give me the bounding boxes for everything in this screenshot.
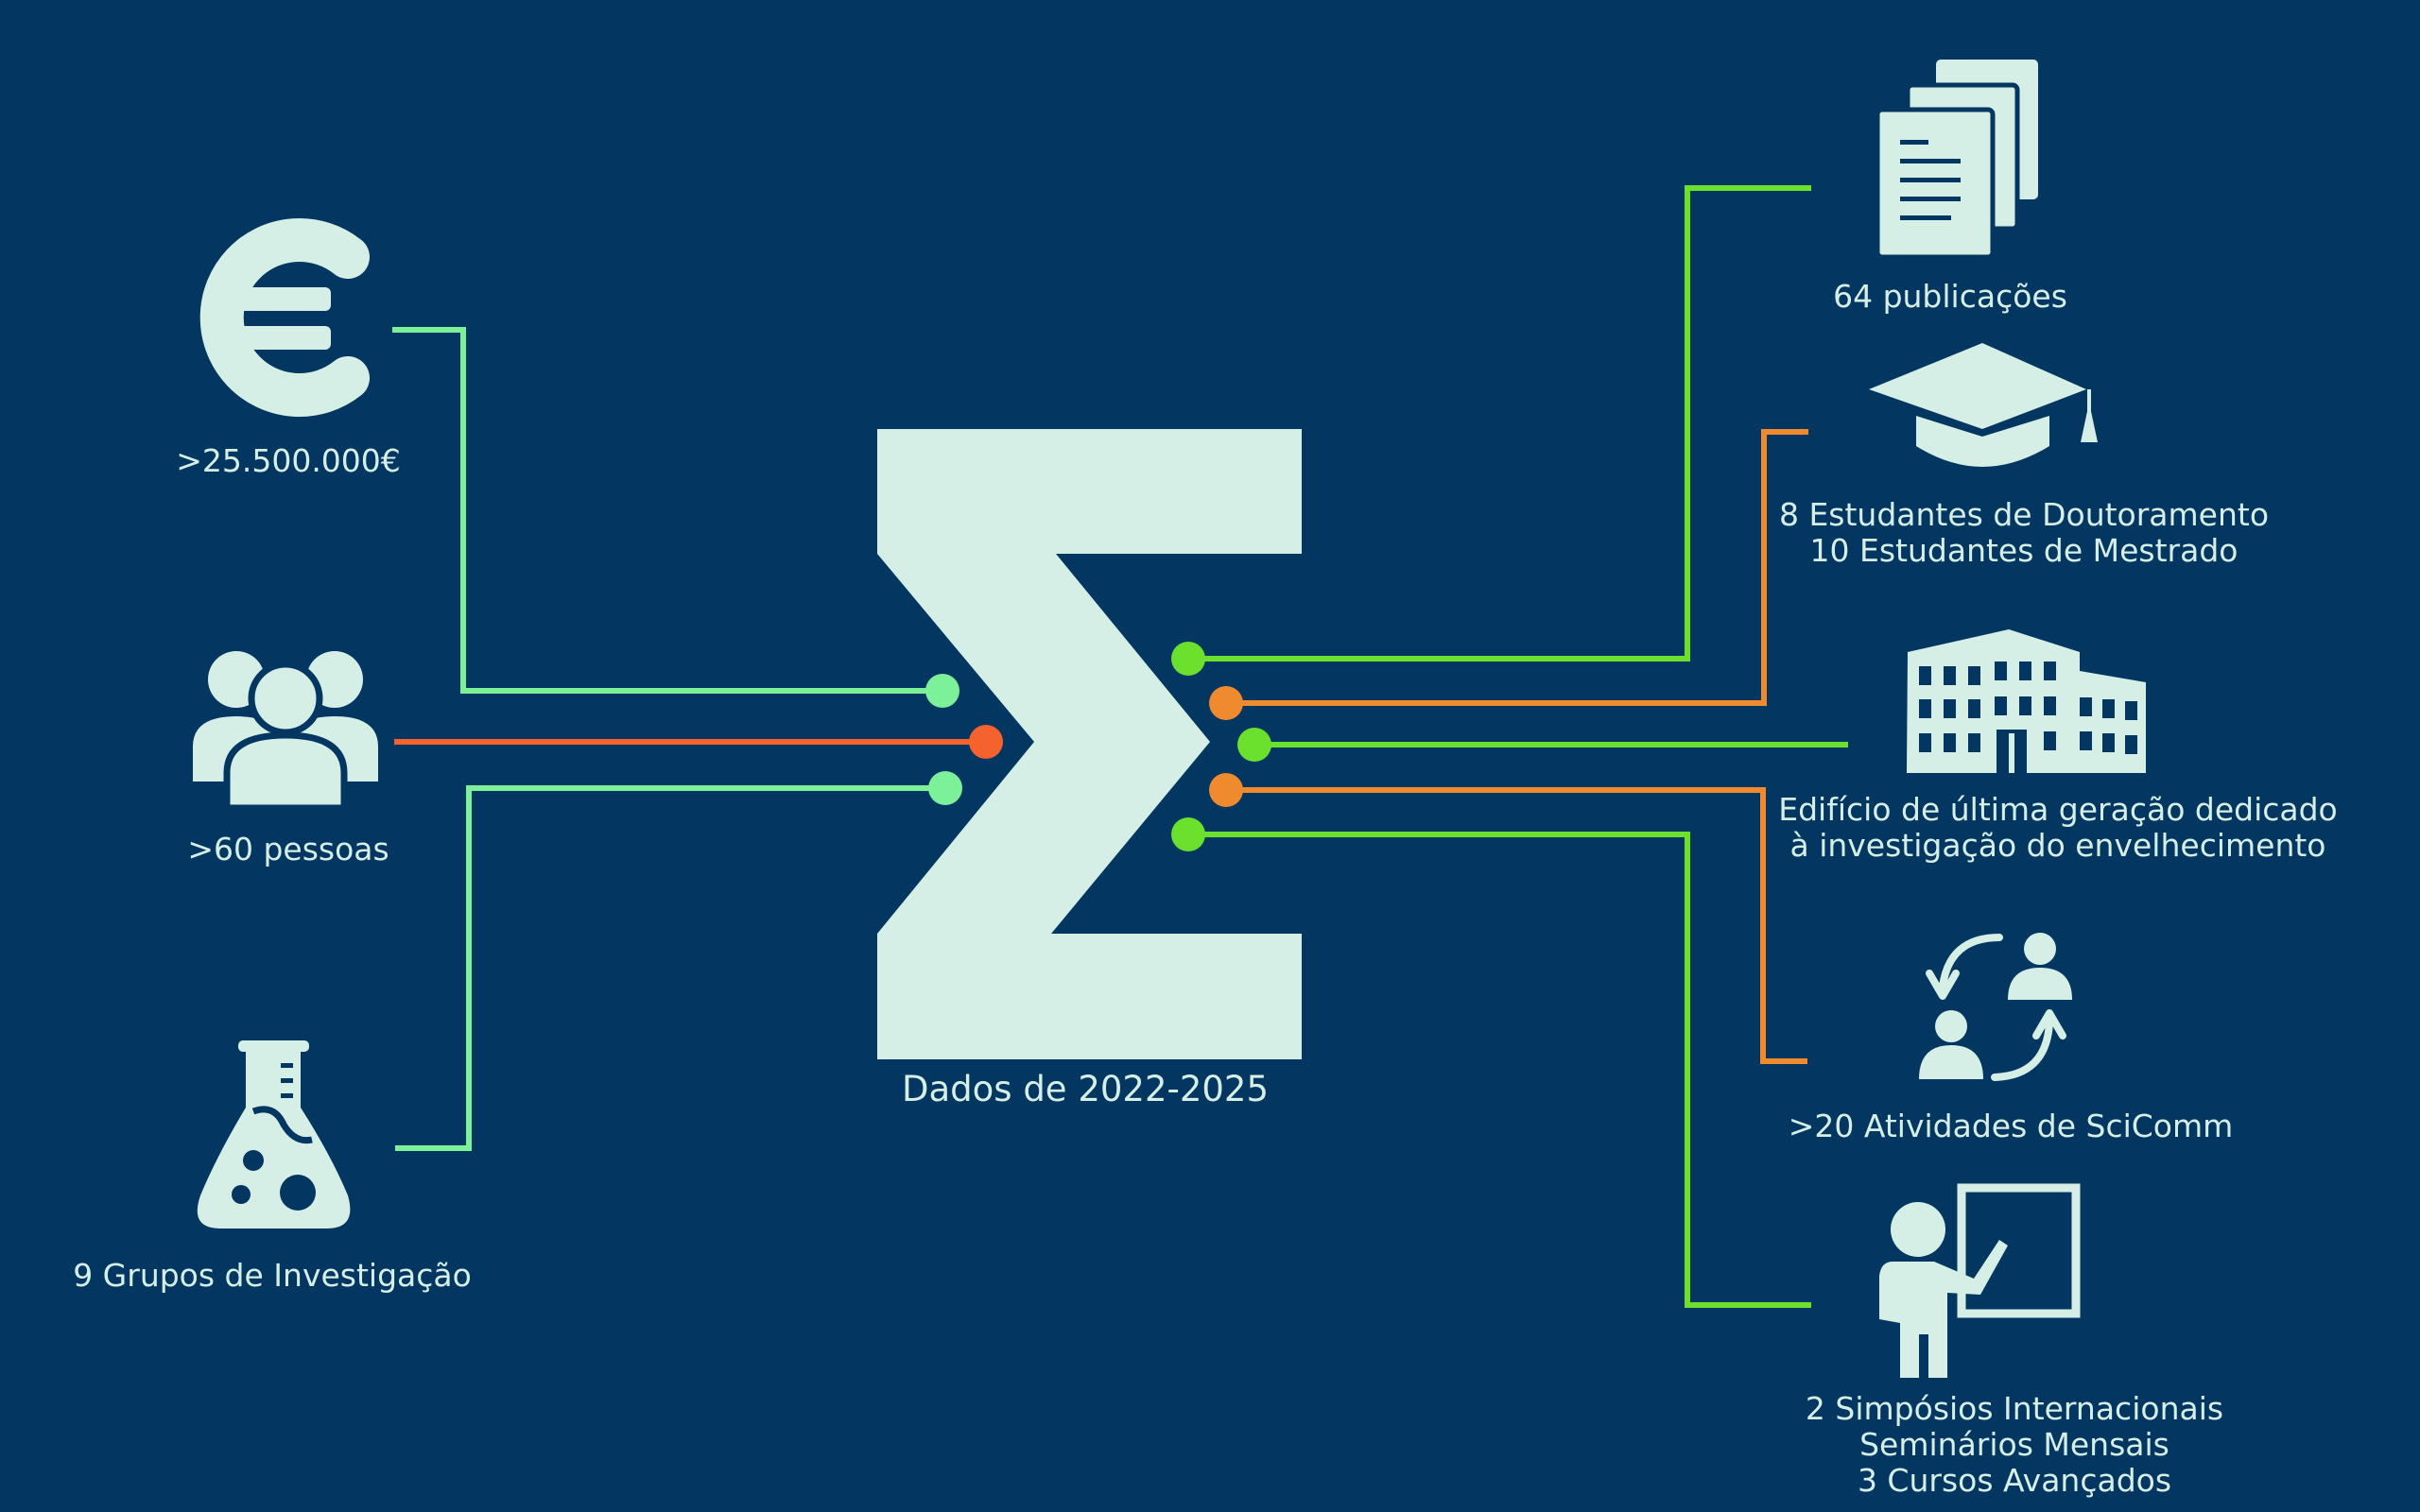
connector-dot: [1171, 817, 1205, 851]
connector-groups: [395, 785, 945, 1151]
connector-publications: [1188, 185, 1811, 662]
flask-icon: [197, 1040, 351, 1228]
teacher-board-icon: [1879, 1183, 2081, 1378]
building-label-line: Edifício de última geração dedicado: [1778, 791, 2338, 828]
students-label-line: 10 Estudantes de Mestrado: [1809, 532, 2238, 569]
exchange-people-icon: [1919, 933, 2072, 1081]
publications-label-line: 64 publicações: [1833, 278, 2067, 315]
people-label: >60 pessoas: [187, 832, 389, 868]
funding-label-line: >25.500.000€: [176, 442, 401, 479]
building-label-line: à investigação do envelhecimento: [1789, 827, 2326, 864]
publications-label: 64 publicações: [1833, 279, 2067, 315]
connector-dot: [1171, 642, 1205, 676]
connector-students: [1226, 429, 1808, 706]
input-connector-dots: [925, 674, 1003, 805]
connector-events: [1188, 832, 1811, 1308]
sigma-icon: [877, 429, 1302, 1059]
connector-dot: [925, 674, 959, 708]
events-label-line: 3 Cursos Avançados: [1857, 1462, 2172, 1499]
output-connector-dots: [1171, 642, 1271, 851]
connector-funding: [392, 327, 942, 694]
output-connectors: [1188, 185, 1848, 1308]
connector-scicomm: [1226, 787, 1807, 1064]
scicomm-label: >20 Atividades de SciComm: [1789, 1108, 2234, 1144]
euro-icon: [199, 218, 370, 417]
connector-dot: [1209, 686, 1243, 720]
funding-label: >25.500.000€: [176, 443, 401, 479]
events-label: 2 Simpósios Internacionais Seminários Me…: [1806, 1391, 2223, 1499]
students-label: 8 Estudantes de Doutoramento 10 Estudant…: [1779, 497, 2269, 569]
connector-dot: [928, 771, 962, 805]
connector-dot: [1237, 728, 1271, 762]
connector-dot: [969, 725, 1003, 759]
connector-dot: [1209, 773, 1243, 807]
students-label-line: 8 Estudantes de Doutoramento: [1778, 496, 2270, 533]
documents-icon: [1875, 60, 2038, 260]
building-icon: [1907, 629, 2146, 773]
research-groups-label-line: 9 Grupos de Investigação: [73, 1257, 472, 1294]
scicomm-label-line: >20 Atividades de SciComm: [1788, 1108, 2234, 1144]
research-groups-label: 9 Grupos de Investigação: [73, 1258, 472, 1294]
graduation-cap-icon: [1869, 343, 2098, 467]
building-label: Edifício de última geração dedicado à in…: [1778, 792, 2338, 864]
people-group-icon: [193, 651, 378, 812]
input-connectors: [392, 327, 986, 1151]
diagram-caption: Dados de 2022-2025: [901, 1069, 1270, 1109]
events-label-line: Seminários Mensais: [1859, 1426, 2169, 1463]
events-label-line: 2 Simpósios Internacionais: [1805, 1390, 2224, 1427]
people-label-line: >60 pessoas: [187, 831, 389, 868]
